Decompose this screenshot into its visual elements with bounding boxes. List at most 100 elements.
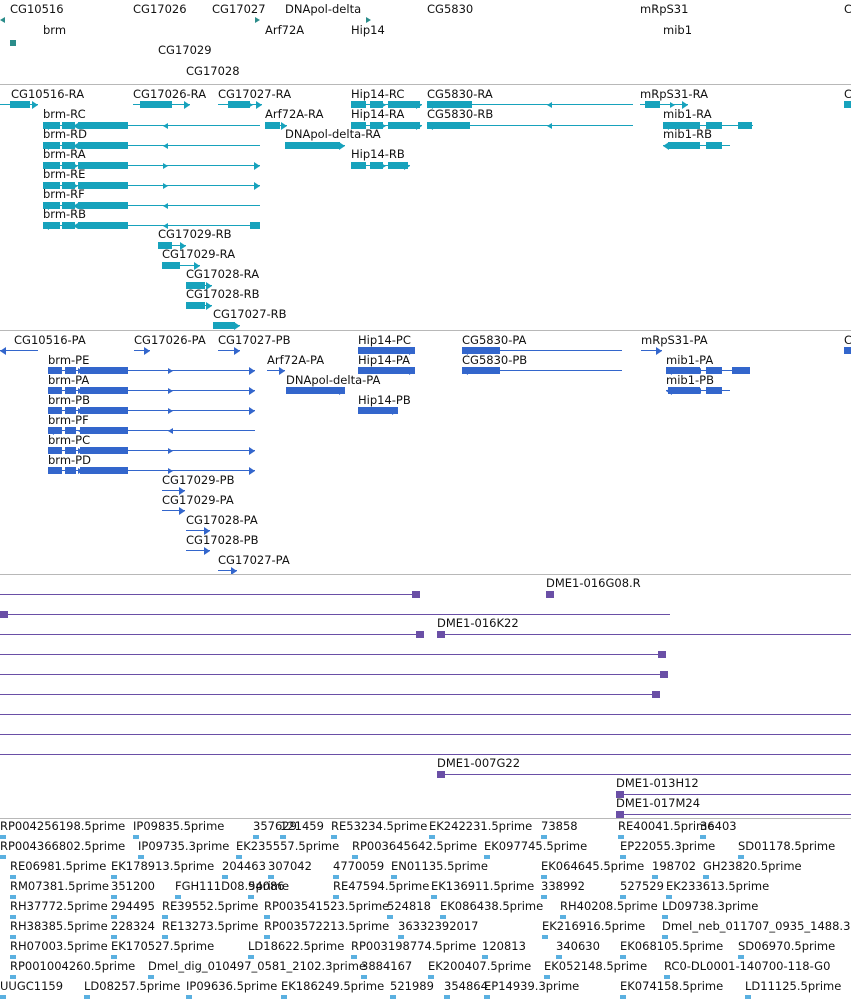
est-label: 307042 bbox=[268, 859, 312, 873]
intron-line bbox=[48, 370, 255, 371]
exon-block bbox=[78, 142, 128, 149]
exon-block bbox=[62, 122, 75, 129]
protein-label: C bbox=[844, 333, 851, 347]
est-marker bbox=[236, 855, 242, 859]
est-label: RE47594.5prime bbox=[333, 879, 430, 893]
arrow-left-icon bbox=[663, 122, 669, 130]
est-label: RH40208.5prime bbox=[560, 899, 658, 913]
exon-block bbox=[43, 202, 60, 209]
est-label: EK052148.5prime bbox=[544, 959, 648, 973]
est-label: EN01135.5prime bbox=[391, 859, 488, 873]
est-label: LD08257.5prime bbox=[84, 979, 181, 993]
intron-line bbox=[640, 104, 688, 105]
est-label: FGH111D08.5prime bbox=[175, 879, 290, 893]
est-label: 4770059 bbox=[333, 859, 385, 873]
exon-block bbox=[388, 162, 408, 169]
est-label: EK235557.5prime bbox=[236, 839, 340, 853]
arrow-left-icon bbox=[457, 123, 462, 129]
protein-label: CG17029-PA bbox=[162, 493, 234, 507]
est-label: LD09738.3prime bbox=[662, 899, 759, 913]
exon-block bbox=[370, 162, 383, 169]
track-divider bbox=[0, 818, 851, 819]
intron-line bbox=[462, 370, 622, 371]
exon-block bbox=[358, 407, 398, 414]
protein-label: DNApol-delta-PA bbox=[286, 373, 381, 387]
intron-line bbox=[43, 225, 260, 226]
exon-block bbox=[213, 322, 235, 329]
arrow-right-icon bbox=[409, 367, 415, 375]
est-label: 36403 bbox=[700, 819, 737, 833]
arrow-left-icon bbox=[427, 122, 433, 130]
feature-label: DNApol-delta bbox=[285, 2, 362, 16]
est-marker bbox=[10, 895, 16, 899]
intron-line bbox=[351, 104, 422, 105]
feature-label: CG17026 bbox=[133, 2, 187, 16]
est-label: EP14939.3prime bbox=[484, 979, 580, 993]
est-marker bbox=[541, 895, 547, 899]
transcript-label: CG10516-RA bbox=[11, 87, 85, 101]
est-label: IP09835.5prime bbox=[133, 819, 225, 833]
est-marker bbox=[620, 955, 626, 959]
exon-block bbox=[388, 122, 420, 129]
exon-block bbox=[844, 347, 851, 354]
intron-line bbox=[218, 350, 240, 351]
est-marker bbox=[264, 935, 270, 939]
intron-line bbox=[616, 794, 851, 795]
arrow-left-icon bbox=[462, 347, 468, 355]
exon-block bbox=[10, 101, 30, 108]
arrow-right-icon bbox=[682, 101, 688, 109]
arrow-right-icon bbox=[249, 367, 255, 375]
exon-block bbox=[43, 122, 60, 129]
protein-label: Hip14-PB bbox=[358, 393, 411, 407]
est-marker bbox=[333, 895, 339, 899]
est-label: EK097745.5prime bbox=[484, 839, 588, 853]
protein-label: CG10516-PA bbox=[14, 333, 86, 347]
arrow-right-icon bbox=[254, 162, 260, 170]
est-label: SD06970.5prime bbox=[738, 939, 836, 953]
exon-block bbox=[351, 162, 366, 169]
exon-block bbox=[43, 162, 60, 169]
est-marker bbox=[738, 855, 744, 859]
exon-block bbox=[706, 142, 722, 149]
transcript-label: mib1-RB bbox=[663, 127, 713, 141]
exon-block bbox=[65, 407, 76, 414]
arrow-right-icon bbox=[249, 387, 255, 395]
clone-end bbox=[658, 651, 666, 658]
protein-label: CG17029-PB bbox=[162, 473, 235, 487]
est-label: 354864 bbox=[444, 979, 488, 993]
intron-line bbox=[0, 754, 851, 755]
clone-end bbox=[437, 771, 445, 778]
est-label: RC0-DL0001-140700-118-G0 bbox=[664, 959, 831, 973]
protein-label: mib1-PA bbox=[666, 353, 714, 367]
est-marker bbox=[542, 935, 548, 939]
exon-block bbox=[62, 142, 75, 149]
arrow-right-icon bbox=[404, 162, 410, 170]
transcript-label: CG17026-RA bbox=[133, 87, 207, 101]
arrow-right-icon bbox=[163, 183, 168, 189]
arrow-left-icon bbox=[492, 348, 497, 354]
est-label: GH23820.5prime bbox=[703, 859, 802, 873]
est-marker bbox=[281, 995, 287, 999]
arrow-right-icon bbox=[366, 17, 371, 23]
arrow-right-icon bbox=[279, 367, 285, 375]
arrow-right-icon bbox=[78, 468, 83, 474]
arrow-right-icon bbox=[163, 163, 168, 169]
arrow-right-icon bbox=[249, 447, 255, 455]
exon-block bbox=[844, 101, 851, 108]
exon-block bbox=[228, 101, 250, 108]
transcript-label: brm-RA bbox=[43, 147, 86, 161]
est-label: RM07381.5prime bbox=[10, 879, 109, 893]
arrow-left-icon bbox=[693, 143, 698, 149]
arrow-right-icon bbox=[168, 368, 173, 374]
exon-block bbox=[65, 447, 76, 454]
arrow-right-icon bbox=[392, 407, 398, 415]
est-label: 524818 bbox=[387, 899, 431, 913]
transcript-label: brm-RD bbox=[43, 127, 88, 141]
arrow-right-icon bbox=[315, 143, 320, 149]
arrow-right-icon bbox=[256, 101, 262, 109]
